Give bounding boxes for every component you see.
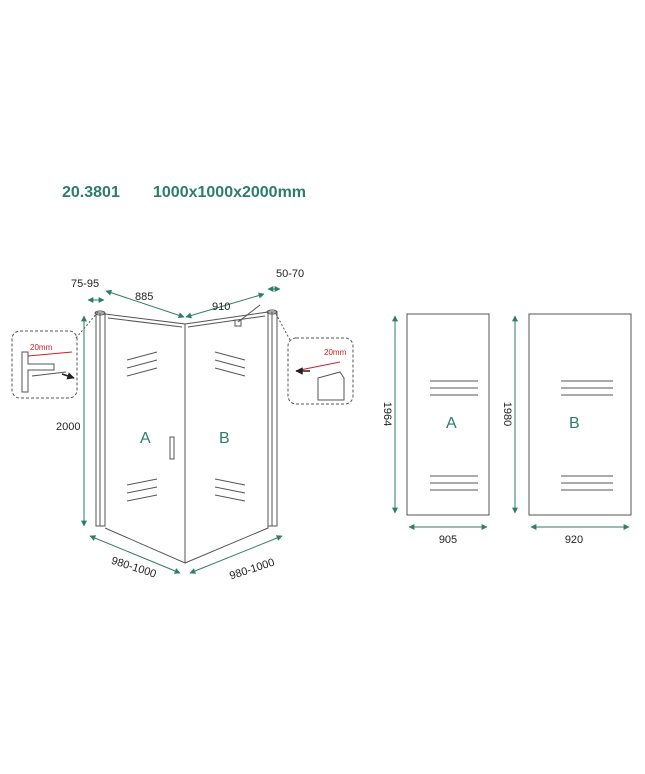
panel-a-elevation: A 1964 905 (381, 313, 490, 546)
frost-strip-a-bottom (126, 478, 158, 502)
left-profile-detail: 20mm (11, 311, 99, 399)
assembly-label-b: B (219, 430, 230, 447)
stabilizer-bar (234, 304, 261, 327)
dim-panel-a-width: 905 (439, 534, 457, 546)
frost-strip-panel-a-bottom (430, 475, 478, 491)
size-spec: 1000x1000x2000mm (153, 184, 307, 201)
frost-strip-panel-b-top (561, 380, 613, 396)
door-handle (169, 436, 175, 460)
dim-height: 2000 (56, 421, 80, 433)
dim-base-right: 980-1000 (228, 557, 276, 583)
frost-strip-b-bottom (214, 478, 246, 502)
assembly-view: A B (56, 268, 304, 582)
model-code: 20.3801 (62, 184, 120, 201)
dim-panel-b-width: 920 (565, 534, 583, 546)
frost-strip-panel-b-bottom (561, 475, 613, 491)
right-wall-profile (266, 309, 278, 527)
assembly-label-a: A (140, 430, 151, 447)
dim-line-side-width (185, 292, 265, 319)
left-wall-profile (94, 310, 106, 527)
frost-strip-a-top (126, 351, 158, 377)
door-panel-a: A (104, 313, 186, 564)
detail-left-gap: 20mm (30, 343, 53, 352)
dim-door-width: 885 (135, 291, 153, 303)
dim-panel-a-height: 1964 (381, 402, 393, 426)
panel-b-label: B (569, 415, 580, 432)
frost-strip-panel-a-top (430, 380, 478, 396)
frost-strip-b-top (214, 351, 246, 377)
dim-base-left: 980-1000 (110, 555, 158, 581)
right-profile-detail: 20mm (275, 313, 354, 405)
detail-right-gap: 20mm (324, 348, 347, 357)
dim-line-base-left (89, 535, 181, 574)
dim-wall-right-gap: 50-70 (276, 268, 304, 280)
dim-line-door-width (105, 289, 185, 319)
panel-a-label: A (446, 415, 457, 432)
dim-panel-b-height: 1980 (501, 402, 513, 426)
side-panel-b: B (184, 311, 269, 564)
dim-line-base-right (189, 535, 283, 574)
dim-wall-left-gap: 75-95 (71, 278, 99, 290)
dim-side-width: 910 (212, 301, 230, 313)
panel-b-elevation: B 1980 920 (501, 313, 632, 546)
